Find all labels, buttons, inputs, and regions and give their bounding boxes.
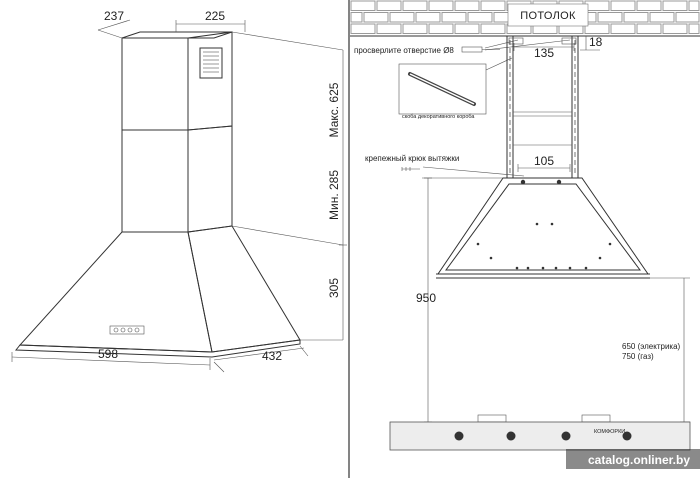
dowel-icon bbox=[461, 46, 500, 53]
brick bbox=[389, 12, 415, 23]
brick bbox=[350, 0, 376, 11]
hook-note: крепежный крюк вытяжки bbox=[365, 154, 459, 163]
dim-label-hook-spacing: 105 bbox=[534, 154, 554, 168]
hob: КОМФОРКИ bbox=[389, 414, 691, 451]
brick bbox=[623, 12, 649, 23]
rivet bbox=[598, 256, 602, 260]
rivet bbox=[515, 266, 519, 270]
hob-knobs bbox=[454, 431, 632, 441]
brick bbox=[350, 12, 363, 23]
watermark: catalog.onliner.by bbox=[566, 449, 700, 469]
brick bbox=[441, 12, 467, 23]
hob-label: КОМФОРКИ bbox=[594, 429, 625, 435]
rivet bbox=[535, 222, 539, 226]
brick bbox=[363, 12, 389, 23]
brick bbox=[402, 0, 428, 11]
drill-note: просверлите отверстие Ø8 bbox=[354, 46, 454, 55]
brick bbox=[402, 23, 428, 34]
dim-clearance: 650 (электрика) 750 (газ) bbox=[622, 277, 690, 423]
dim-top-depth: 237 bbox=[97, 9, 131, 39]
rivet bbox=[489, 256, 493, 260]
dim-label-top-width: 225 bbox=[205, 9, 225, 23]
dim-hood-depth: 432 bbox=[213, 345, 309, 373]
rivet bbox=[554, 266, 558, 270]
rivet bbox=[526, 266, 530, 270]
ceiling-label-box bbox=[507, 3, 589, 27]
dim-label-hood-width: 598 bbox=[98, 347, 118, 361]
dim-label-min-height: Мин. 285 bbox=[327, 170, 341, 220]
brick bbox=[610, 0, 636, 11]
brick bbox=[636, 0, 662, 11]
brick bbox=[480, 0, 506, 11]
dim-vertical-line bbox=[231, 31, 347, 341]
installation-view: ПОТОЛОК просверлите отверстие Ø8 скоба д… bbox=[350, 0, 700, 451]
brick bbox=[428, 0, 454, 11]
control-buttons bbox=[109, 325, 145, 335]
rivet bbox=[584, 266, 588, 270]
rivet bbox=[550, 222, 554, 226]
vent-grille bbox=[199, 47, 223, 79]
dim-label-hood-height: 305 bbox=[327, 278, 341, 298]
brick bbox=[610, 23, 636, 34]
dim-label-hood-depth: 432 bbox=[262, 349, 282, 363]
dim-label-clearance-gas: 750 (газ) bbox=[622, 352, 654, 361]
brick bbox=[649, 12, 675, 23]
dim-hole-spacing: 135 bbox=[513, 43, 575, 60]
brick bbox=[480, 23, 506, 34]
chimney-top bbox=[121, 31, 233, 39]
watermark-text: catalog.onliner.by bbox=[588, 453, 690, 467]
brick bbox=[454, 23, 480, 34]
chimney-lower-front bbox=[121, 129, 189, 233]
brick bbox=[675, 12, 700, 23]
dim-label-clearance-electric: 650 (электрика) bbox=[622, 342, 681, 351]
hook-icon bbox=[401, 167, 420, 171]
brick bbox=[376, 0, 402, 11]
rivet bbox=[608, 242, 612, 246]
dim-label-max-height: Макс. 625 bbox=[327, 82, 341, 137]
chimney-lower-side bbox=[187, 125, 233, 233]
brick bbox=[636, 23, 662, 34]
brick bbox=[662, 0, 688, 11]
rivet bbox=[568, 266, 572, 270]
chimney-upper-side bbox=[187, 31, 233, 131]
dim-label-hole-spacing: 135 bbox=[534, 46, 554, 60]
hood-perspective-view: 237 225 Макс. 625 Мин. 285 305 598 bbox=[11, 9, 347, 373]
dim-ceiling-offset: 18 bbox=[580, 35, 603, 51]
hood-rim bbox=[14, 339, 301, 358]
dim-label-total-height: 950 bbox=[416, 291, 436, 305]
brick bbox=[467, 12, 493, 23]
brick bbox=[688, 0, 700, 11]
brick bbox=[454, 0, 480, 11]
dim-label-ceiling-offset: 18 bbox=[589, 35, 603, 49]
brick bbox=[597, 12, 623, 23]
dim-label-top-depth: 237 bbox=[104, 9, 124, 23]
brick bbox=[584, 23, 610, 34]
hood-canopy-side bbox=[187, 225, 301, 353]
brick bbox=[428, 23, 454, 34]
brick bbox=[350, 23, 376, 34]
dim-hook-spacing: 105 bbox=[517, 154, 571, 172]
brick bbox=[415, 12, 441, 23]
bracket-inset bbox=[398, 63, 487, 115]
chimney-upper-front bbox=[121, 37, 189, 131]
brick bbox=[662, 23, 688, 34]
canopy-rivets bbox=[476, 222, 612, 270]
canopy-install bbox=[436, 177, 650, 279]
brick bbox=[688, 23, 700, 34]
dim-hood-width: 598 bbox=[11, 347, 211, 370]
brick bbox=[584, 0, 610, 11]
brick bbox=[376, 23, 402, 34]
rivet bbox=[541, 266, 545, 270]
dim-total-height: 950 bbox=[416, 177, 503, 423]
bracket-note: скоба декоративного короба bbox=[402, 114, 475, 120]
dim-top-width: 225 bbox=[175, 9, 246, 32]
chimney-install bbox=[506, 36, 579, 178]
ceiling-label: ПОТОЛОК bbox=[520, 10, 576, 22]
rivet bbox=[476, 242, 480, 246]
